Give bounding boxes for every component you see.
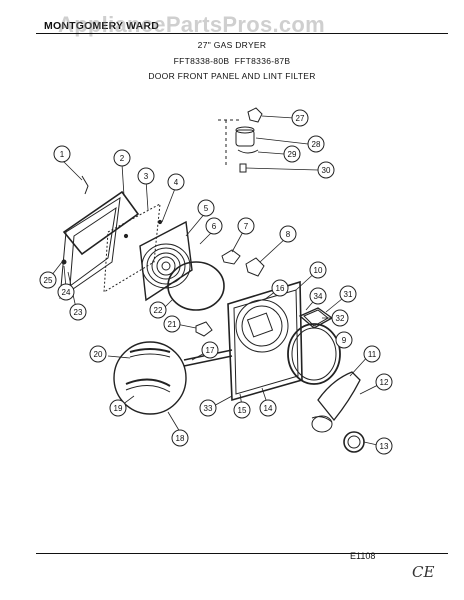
svg-text:16: 16 [276, 284, 285, 293]
callout-4: 4 [167, 173, 185, 191]
svg-text:24: 24 [62, 288, 71, 297]
model-numbers: FFT8338-80B FFT8336-87B [173, 56, 291, 66]
svg-text:27: 27 [296, 114, 305, 123]
callout-13: 13 [375, 437, 393, 455]
footer-rule [36, 553, 448, 554]
drum-seal [287, 323, 341, 385]
door-panel-inner [69, 206, 117, 288]
callout-16: 16 [271, 279, 289, 297]
switch-28 [235, 129, 255, 147]
svg-text:15: 15 [238, 406, 247, 415]
svg-text:1: 1 [60, 150, 65, 159]
callout-6: 6 [205, 217, 223, 235]
latch-8 [245, 257, 265, 277]
svg-text:20: 20 [94, 350, 103, 359]
svg-text:21: 21 [168, 320, 177, 329]
svg-text:19: 19 [114, 404, 123, 413]
svg-text:4: 4 [174, 178, 179, 187]
callout-27: 27 [291, 109, 309, 127]
grommet [343, 431, 365, 453]
svg-text:23: 23 [74, 308, 83, 317]
brand-name: MONTGOMERY WARD [44, 20, 159, 32]
callout-25: 25 [39, 271, 57, 289]
svg-text:2: 2 [120, 154, 125, 163]
hinge-21 [195, 321, 213, 337]
corner-mark: CE [412, 563, 435, 581]
callout-2: 2 [113, 149, 131, 167]
callout-17: 17 [201, 341, 219, 359]
door-panel-face [59, 197, 121, 300]
callout-10: 10 [309, 261, 327, 279]
svg-text:3: 3 [144, 172, 149, 181]
door-seal-ring [167, 261, 225, 311]
callout-8: 8 [279, 225, 297, 243]
svg-text:11: 11 [368, 350, 377, 359]
svg-text:18: 18 [176, 434, 185, 443]
svg-text:9: 9 [342, 336, 347, 345]
callout-1: 1 [53, 145, 71, 163]
hinge-pin [81, 175, 89, 195]
switch-27 [247, 107, 263, 123]
svg-text:29: 29 [288, 150, 297, 159]
bracket-29 [237, 149, 259, 154]
callout-33: 33 [199, 399, 217, 417]
callout-28: 28 [307, 135, 325, 153]
detail-magnifier [113, 341, 187, 415]
svg-text:6: 6 [212, 222, 217, 231]
callout-9: 9 [335, 331, 353, 349]
callout-21: 21 [163, 315, 181, 333]
svg-text:33: 33 [204, 404, 213, 413]
svg-text:8: 8 [286, 230, 291, 239]
svg-text:7: 7 [244, 222, 249, 231]
model-title: 27" GAS DRYER [197, 40, 267, 50]
watermark: AppliancePartsPros.com [58, 12, 326, 37]
section-title: DOOR FRONT PANEL AND LINT FILTER [148, 71, 316, 81]
callout-11: 11 [363, 345, 381, 363]
callout-30: 30 [317, 161, 335, 179]
svg-text:17: 17 [206, 346, 215, 355]
svg-text:28: 28 [312, 140, 321, 149]
callout-20: 20 [89, 345, 107, 363]
inner-door-glass [103, 203, 161, 293]
svg-text:5: 5 [204, 204, 209, 213]
callout-19: 19 [109, 399, 127, 417]
svg-text:31: 31 [344, 290, 353, 299]
callout-34: 34 [309, 287, 327, 305]
callout-31: 31 [339, 285, 357, 303]
callout-labels: 1 2 3 4 5 6 7 8 9 10 11 12 13 14 15 16 1… [39, 109, 393, 455]
callout-7: 7 [237, 217, 255, 235]
svg-text:13: 13 [380, 442, 389, 451]
outer-door-panel [62, 190, 140, 256]
callout-14: 14 [259, 399, 277, 417]
svg-text:12: 12 [380, 378, 389, 387]
header-rule [36, 33, 448, 34]
svg-text:10: 10 [314, 266, 323, 275]
lamp-30 [239, 163, 247, 173]
callout-32: 32 [331, 309, 349, 327]
svg-text:34: 34 [314, 292, 323, 301]
svg-text:22: 22 [154, 306, 163, 315]
callout-15: 15 [233, 401, 251, 419]
callout-24: 24 [57, 283, 75, 301]
callout-29: 29 [283, 145, 301, 163]
svg-text:32: 32 [336, 314, 345, 323]
callout-12: 12 [375, 373, 393, 391]
callout-3: 3 [137, 167, 155, 185]
callout-22: 22 [149, 301, 167, 319]
callout-18: 18 [171, 429, 189, 447]
exhaust-duct [317, 371, 361, 422]
svg-text:30: 30 [322, 166, 331, 175]
callout-5: 5 [197, 199, 215, 217]
diagram-code: E1108 [350, 551, 376, 561]
callout-23: 23 [69, 303, 87, 321]
svg-text:14: 14 [264, 404, 273, 413]
door-liner [139, 220, 193, 302]
svg-text:25: 25 [44, 276, 53, 285]
hinge-7 [221, 249, 241, 265]
